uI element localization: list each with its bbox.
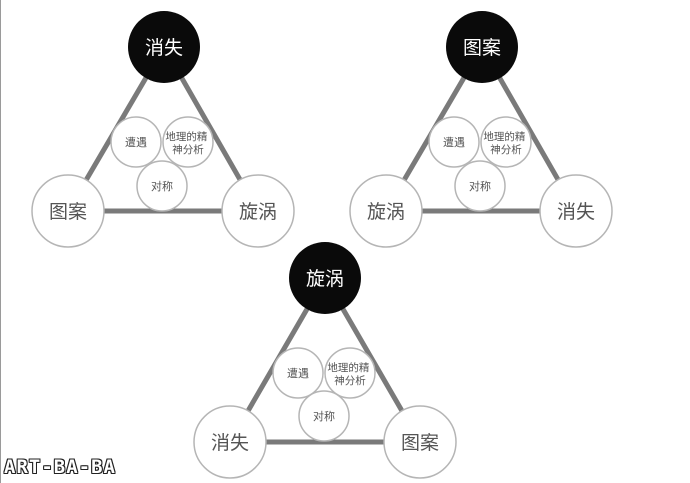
top-node-label: 图案 <box>463 37 501 59</box>
inner-node-c <box>298 390 350 442</box>
inner-label-a: 遭遇 <box>443 135 465 149</box>
inner-label-b-line1: 地理的精 <box>165 130 207 143</box>
inner-node-b <box>480 116 532 168</box>
inner-node-c <box>136 160 188 212</box>
top-node <box>446 11 518 83</box>
inner-node-b <box>162 116 214 168</box>
inner-node-a <box>110 116 162 168</box>
inner-node-a <box>272 347 324 399</box>
inner-label-b-line2: 神分析 <box>334 374 366 387</box>
inner-label-c: 对称 <box>469 179 491 193</box>
left-node <box>349 174 423 248</box>
inner-node-c <box>454 160 506 212</box>
left-node-label: 旋涡 <box>367 201 405 223</box>
inner-label-a: 遭遇 <box>125 135 147 149</box>
top-node <box>128 11 200 83</box>
left-node-label: 消失 <box>211 432 249 454</box>
inner-label-b-line1: 地理的精 <box>327 361 369 374</box>
right-node-label: 图案 <box>401 432 439 454</box>
right-node <box>383 405 457 479</box>
inner-label-b-line2: 神分析 <box>490 143 522 156</box>
inner-label-c: 对称 <box>151 179 173 193</box>
inner-label-b: 地理的精 神分析 <box>327 361 372 387</box>
inner-label-b: 地理的精 神分析 <box>165 130 210 156</box>
inner-label-a: 遭遇 <box>287 366 309 380</box>
top-node <box>289 242 361 314</box>
triangle-diagram-2: 遭遇 地理的精 神分析 对称 图案 旋涡 消失 <box>349 11 613 248</box>
right-node <box>221 174 295 248</box>
inner-node-a <box>428 116 480 168</box>
right-node <box>539 174 613 248</box>
inner-label-b-line2: 神分析 <box>172 143 204 156</box>
inner-label-b: 地理的精 神分析 <box>483 130 528 156</box>
triangle-diagram-1: 遭遇 地理的精 神分析 对称 消失 图案 旋涡 <box>31 11 295 248</box>
top-node-label: 旋涡 <box>306 268 344 290</box>
triangle-diagram-3: 遭遇 地理的精 神分析 对称 旋涡 消失 图案 <box>193 242 457 479</box>
inner-label-b-line1: 地理的精 <box>483 130 525 143</box>
inner-label-c: 对称 <box>313 409 335 423</box>
top-node-label: 消失 <box>145 37 183 59</box>
inner-node-b <box>324 347 376 399</box>
left-node-label: 图案 <box>49 201 87 223</box>
watermark: ART-BA-BA <box>4 456 116 478</box>
left-node <box>193 405 267 479</box>
left-border-line <box>0 0 1 483</box>
left-node <box>31 174 105 248</box>
right-node-label: 消失 <box>557 201 595 223</box>
right-node-label: 旋涡 <box>239 201 277 223</box>
